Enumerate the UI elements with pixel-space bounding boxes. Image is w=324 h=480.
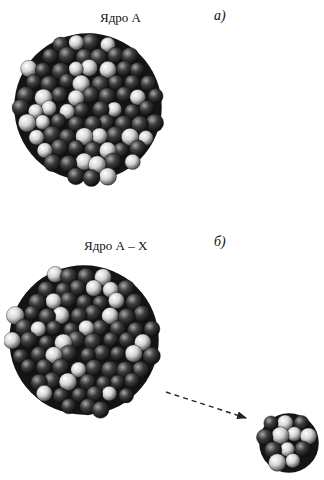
neutron-ball	[61, 399, 76, 414]
neutron-ball	[92, 401, 109, 418]
proton-ball	[36, 385, 52, 401]
proton-ball	[269, 454, 287, 472]
emission-arrow	[166, 392, 246, 418]
neutron-ball	[83, 169, 100, 186]
neutron-ball	[94, 345, 111, 362]
neutron-ball	[82, 87, 99, 104]
proton-ball	[29, 130, 44, 145]
neutron-ball	[143, 347, 161, 365]
emitted-fragment	[257, 413, 319, 473]
nucleus-sphere	[4, 0, 174, 188]
neutron-ball	[110, 346, 125, 361]
neutron-ball	[51, 87, 67, 103]
proton-ball	[286, 453, 301, 468]
neutron-ball	[42, 48, 58, 64]
nucleus: Ядро А	[4, 0, 174, 188]
proton-ball	[125, 345, 142, 362]
neutron-ball	[20, 332, 37, 349]
nucleus-heading: Ядро А – X	[84, 238, 147, 254]
neutron-ball	[124, 373, 140, 389]
neutron-ball	[103, 332, 118, 347]
neutron-ball	[116, 87, 132, 103]
neutron-ball	[21, 359, 36, 374]
nucleon-group	[12, 33, 164, 186]
proton-ball	[102, 386, 117, 401]
nucleon-group	[4, 265, 160, 418]
proton-ball	[108, 293, 124, 309]
neutron-ball	[51, 139, 68, 156]
neutron-ball	[134, 306, 151, 323]
proton-ball	[86, 280, 102, 296]
subfigure-letter: а)	[214, 8, 226, 24]
neutron-ball	[139, 101, 154, 116]
nucleus-body	[14, 33, 161, 180]
subfigure-letter: б)	[214, 234, 226, 250]
neutron-ball	[119, 388, 134, 403]
neutron-ball	[59, 74, 74, 89]
neutron-ball	[24, 306, 39, 321]
nucleus-body	[9, 265, 158, 414]
nucleus-sphere	[4, 228, 174, 422]
neutron-ball	[58, 47, 76, 65]
proton-ball	[18, 114, 36, 132]
neutron-ball	[60, 292, 76, 308]
neutron-ball	[44, 154, 61, 171]
nucleus-body	[259, 413, 319, 473]
nucleus-heading: Ядро А	[100, 10, 141, 26]
proton-ball	[99, 168, 116, 185]
nucleus: Ядро А – X	[4, 228, 174, 422]
proton-ball	[69, 62, 84, 77]
proton-ball	[4, 332, 21, 349]
neutron-ball	[46, 321, 61, 336]
neutron-ball	[67, 168, 84, 185]
proton-ball	[125, 154, 140, 169]
proton-ball	[42, 101, 57, 116]
